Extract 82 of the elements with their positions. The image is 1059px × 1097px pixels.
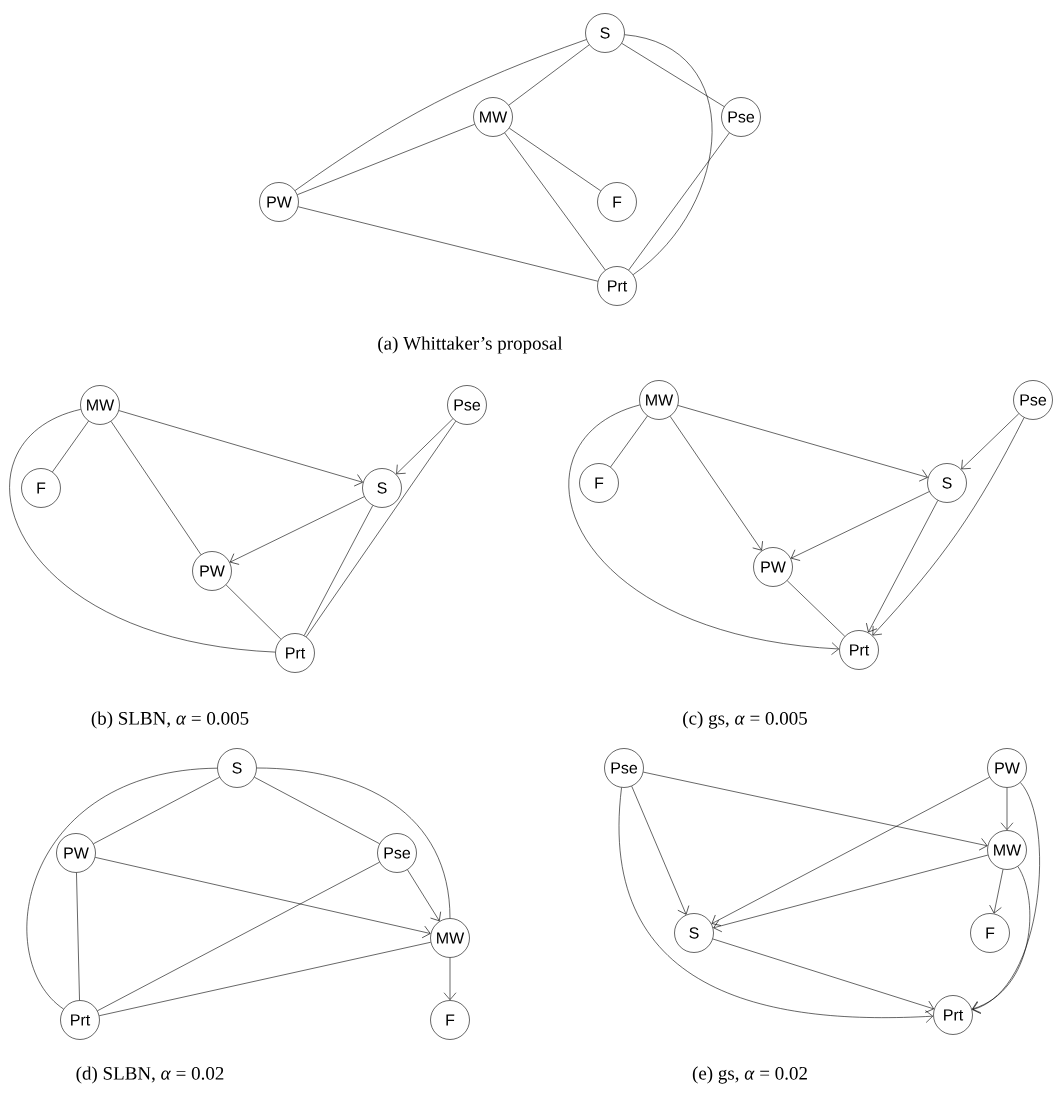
variable-node: Pse xyxy=(447,385,487,425)
arrow xyxy=(568,404,840,655)
arrow xyxy=(866,500,939,633)
variable-node: Prt xyxy=(60,1000,100,1040)
arrow xyxy=(1000,787,1014,831)
arrow xyxy=(712,938,934,1013)
variable-node: PW xyxy=(192,551,232,591)
variable-node: F xyxy=(597,182,637,222)
variable-node: PW xyxy=(987,748,1027,788)
subfigure-caption: (d) SLBN, α = 0.02 xyxy=(76,1066,224,1084)
arrow xyxy=(961,413,1020,470)
variable-node: MW xyxy=(430,918,470,958)
edge-line xyxy=(97,861,380,1012)
variable-node: Pse xyxy=(377,833,417,873)
variable-node: S xyxy=(674,913,714,953)
variable-node: F xyxy=(21,468,61,508)
edge-line xyxy=(93,776,220,845)
variable-node: Pse xyxy=(1013,380,1053,420)
variable-node: S xyxy=(927,463,967,503)
edge-line xyxy=(628,132,730,271)
edge-line xyxy=(624,34,713,275)
arrow xyxy=(677,405,928,482)
variable-node: PW xyxy=(259,182,299,222)
arrow xyxy=(711,776,990,926)
variable-node: Pse xyxy=(721,97,761,137)
subfigure-caption: (b) SLBN, α = 0.005 xyxy=(91,711,249,729)
variable-node: Pse xyxy=(604,748,644,788)
subfigure-caption: (e) gs, α = 0.02 xyxy=(692,1066,807,1084)
arrow xyxy=(643,771,988,851)
variable-node: MW xyxy=(987,830,1027,870)
edge-line xyxy=(76,872,80,1001)
edge-line xyxy=(26,767,218,1010)
edge-line xyxy=(621,43,725,107)
arrow xyxy=(95,857,431,939)
variable-node: F xyxy=(970,913,1010,953)
edge-line xyxy=(110,421,202,555)
arrow xyxy=(669,416,763,551)
edge-line xyxy=(509,127,601,192)
variable-node: Prt xyxy=(597,266,637,306)
edge-line xyxy=(297,206,599,282)
arrow xyxy=(790,491,930,561)
variable-node: MW xyxy=(639,380,679,420)
arrow xyxy=(972,866,1031,1014)
variable-node: Prt xyxy=(839,630,879,670)
variable-node: PW xyxy=(753,547,793,587)
subfigure-caption: (a) Whittaker’s proposal xyxy=(378,336,563,354)
edge-line xyxy=(256,767,451,919)
variable-node: F xyxy=(430,1000,470,1040)
edge-line xyxy=(9,409,276,653)
arrow xyxy=(631,785,690,915)
edge-line xyxy=(306,420,457,637)
arrow xyxy=(118,410,363,487)
variable-node: MW xyxy=(473,97,513,137)
arrow xyxy=(972,782,1040,1014)
arrow xyxy=(989,869,1004,914)
edge-line xyxy=(610,415,648,468)
arrow xyxy=(713,854,989,933)
arrow xyxy=(618,787,934,1023)
variable-node: F xyxy=(579,463,619,503)
edge-line xyxy=(294,39,587,191)
arrow xyxy=(872,417,1025,636)
arrow xyxy=(396,418,454,475)
edge-line xyxy=(303,505,374,636)
variable-node: S xyxy=(362,468,402,508)
variable-node: PW xyxy=(56,833,96,873)
edge-line xyxy=(225,584,282,640)
variable-node: S xyxy=(585,13,625,53)
arrow xyxy=(407,869,441,922)
edge-line xyxy=(99,941,431,1016)
edge-line xyxy=(254,777,380,844)
edge-line xyxy=(297,124,475,195)
arrow xyxy=(443,957,457,1001)
variable-node: Prt xyxy=(933,995,973,1035)
edge-line xyxy=(508,44,590,106)
variable-node: S xyxy=(217,748,257,788)
arrow xyxy=(229,496,365,565)
edge-line xyxy=(786,580,846,637)
variable-node: MW xyxy=(80,385,120,425)
subfigure-caption: (c) gs, α = 0.005 xyxy=(683,711,807,729)
edge-line xyxy=(504,132,606,271)
variable-node: Prt xyxy=(275,633,315,673)
edge-line xyxy=(52,420,89,473)
